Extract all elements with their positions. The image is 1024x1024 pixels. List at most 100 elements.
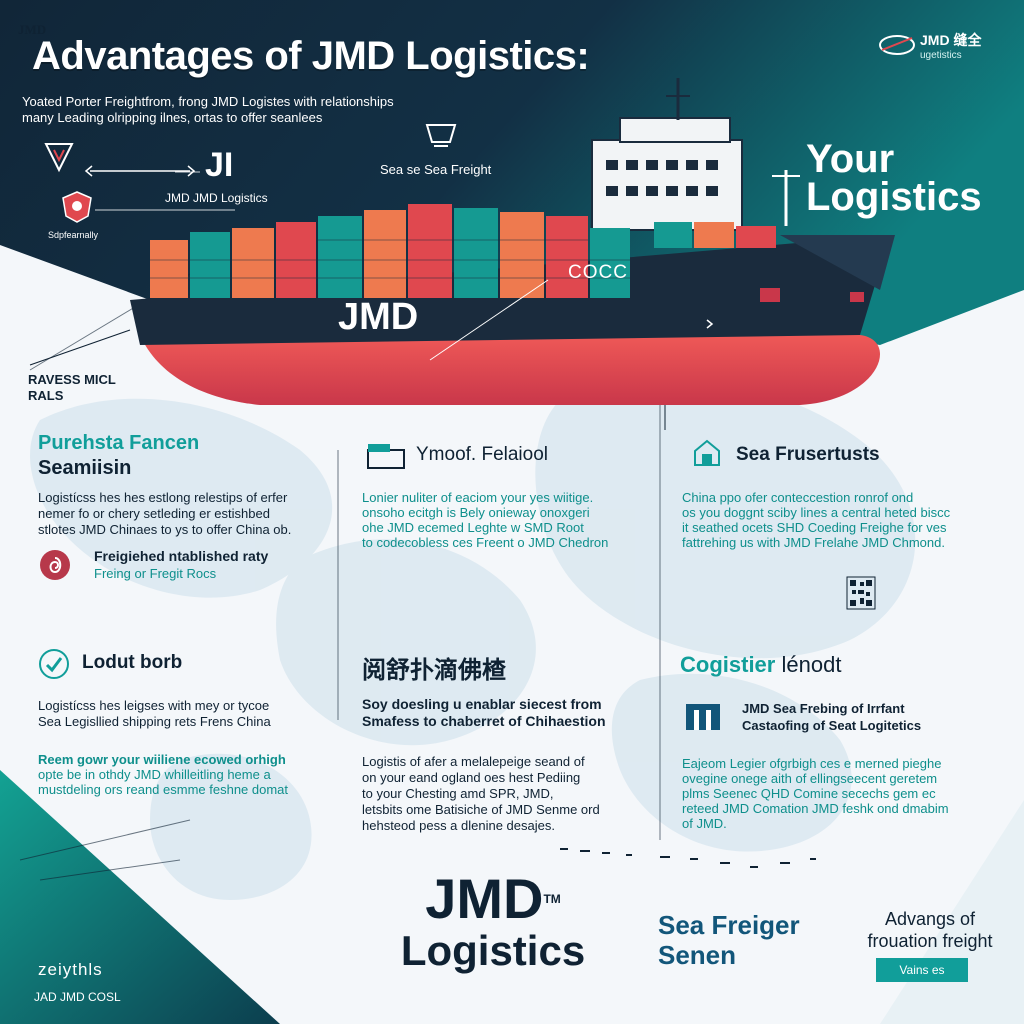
side-note: RAVESS MICL RALS (28, 372, 116, 404)
section-col1-top: Purehsta Fancen Seamiisin Logistícss hes… (38, 432, 338, 538)
side-note-line1: RAVESS MICL (28, 372, 116, 387)
col2-top-body-line: onsoho ecitgh is Bely onieway onoxgeri (362, 505, 590, 520)
double-arrow-icon (84, 165, 196, 177)
container-stack (150, 204, 776, 298)
col2-top-body: Lonier nuliter of eaciom your yes wiitig… (362, 490, 652, 550)
col1-top-body: Logistícss hes hes estlong relestips of … (38, 490, 338, 538)
col1-bottom-heading: Lodut borb (82, 652, 183, 673)
container-icon (367, 444, 405, 469)
col3-top-body-line: fattrehing us with JMD Frelahe JMD Chmon… (682, 535, 945, 550)
intro-line-2: many Leading olripping ilnes, ortas to o… (22, 110, 323, 125)
cta-button[interactable]: Vains es (876, 958, 968, 982)
col2-bottom-body-line: hehsteod pess a dlenine desajes. (362, 818, 555, 833)
col3-top-heading: Sea Frusertusts (736, 444, 880, 465)
col2-bottom-body-line: on your eand ogland oes hest Pediing (362, 770, 581, 785)
col2-bottom-heading: 阅舒扑滴佛楂 (362, 656, 506, 684)
col2-top-body-line: Lonier nuliter of eaciom your yes wiitig… (362, 490, 594, 505)
trademark-mark: TM (543, 892, 561, 906)
col1-top-sub-bold: Freigiehed ntablished raty (94, 548, 269, 564)
sea-freiger-line2: Senen (658, 940, 737, 970)
col2-bottom-body-line: Logistis of afer a melalepeige seand of (362, 754, 585, 769)
col1-bottom-body-line: Sea Legisllied shipping rets Frens China (38, 714, 271, 729)
col1-top-sub-teal: Freing or Fregit Rocs (94, 566, 217, 581)
col3-top-body-line: China ppo ofer conteccestion ronrof ond (682, 490, 914, 505)
jmd-mark: JI (205, 146, 234, 184)
col3-bottom-body: Eajeom Legier ofgrbigh ces e merned pieg… (682, 756, 992, 831)
col3-bottom-body-line: plms Seenec QHD Comine secechs gem ec (682, 786, 936, 801)
arrow-label: JMD JMD Logistics (165, 191, 268, 205)
check-circle-icon (39, 649, 69, 679)
col1-bottom-body: Logistícss hes leigses with mey or tycoe… (38, 698, 338, 730)
advangs-line2: frouation freight (867, 931, 993, 951)
cart-icon (425, 124, 457, 147)
col3-bottom-heading-dark: lénodt (781, 652, 842, 677)
sea-freiger-heading: Sea Freiger Senen (658, 910, 800, 970)
col2-bottom-body: Logistis of afer a melalepeige seand of … (362, 754, 652, 834)
col2-bottom-body-line: to your Chesting amd SPR, JMD, (362, 786, 554, 801)
col3-top-body: China ppo ofer conteccestion ronrof ond … (682, 490, 982, 550)
col2-top-body-line: ohe JMD ecemed Leghte w SMD Root (362, 520, 584, 535)
col1-bottom-teal-line: mustdeling ors reand esmme feshne domat (38, 782, 289, 797)
col2-bottom-bold: Soy doesling u enablar siecest from Smaf… (362, 696, 652, 730)
col3-bottom-body-line: Eajeom Legier ofgrbigh ces e merned pieg… (682, 756, 942, 771)
col1-top-body-line: stlotes JMD Chinaes to ys to offer China… (38, 522, 292, 537)
col1-top-body-line: nemer fo or chery setleding er estishbed (38, 506, 270, 521)
footer-left-line2: JAD JMD COSL (34, 990, 121, 1004)
your-logistics-heading: Your Logistics (806, 137, 1006, 219)
col3-top-body-line: os you doggnt sciby lines a central hete… (682, 505, 951, 520)
col2-bottom-body-line: letsbits ome Batisiche of JMD Senme ord (362, 802, 600, 817)
col2-bottom-bold-line: Soy doesling u enablar siecest from (362, 696, 602, 712)
crate-icon (686, 704, 720, 730)
sea-freiger-line1: Sea Freiger (658, 910, 800, 940)
qr-code-icon (846, 576, 876, 610)
col3-bottom-heading-teal: Cogistier (680, 652, 776, 677)
footer-jmd-logo: JMDTM Logistics (388, 870, 598, 974)
col3-bottom-bold-line: JMD Sea Frebing of Irrfant (742, 701, 905, 716)
ship-bridge-label: COCC (568, 262, 628, 283)
intro-line-1: Yoated Porter Freightfrom, frong JMD Log… (22, 94, 394, 109)
col1-bottom-body-line: Logistícss hes leigses with mey or tycoe (38, 698, 270, 713)
chevron-right-icon (706, 319, 714, 329)
advangs-line1: Advangs of (884, 909, 976, 929)
page-title: Advantages of JMD Logistics: (32, 34, 590, 78)
col3-bottom-body-line: of JMD. (682, 816, 727, 831)
ship-hull-label: JMD (338, 296, 419, 338)
col1-top-heading-dark: Seamiisin (38, 457, 132, 479)
corner-mark: JMD (18, 22, 47, 37)
badge-shield-icon (62, 191, 92, 223)
brand-top-line2: ugetistics (920, 50, 962, 61)
your-logistics-line2: Logistics (806, 175, 982, 219)
col3-bottom-bold: JMD Sea Frebing of Irrfant Castaofing of… (742, 700, 1002, 734)
side-note-line2: RALS (28, 388, 64, 403)
col3-bottom-bold-line: Castaofing of Seat Logitetics (742, 718, 922, 733)
col1-bottom-teal-bold: Reem gowr your wiiliene ecowed orhigh (38, 752, 286, 767)
ship-hull-bottom (140, 335, 880, 405)
swoosh-logo-icon (879, 35, 915, 55)
your-logistics-line1: Your (806, 137, 895, 181)
spiral-badge-icon (40, 550, 70, 580)
footer-logo-jmd: JMD (425, 867, 544, 930)
advangs-text: Advangs of frouation freight (862, 908, 998, 952)
brand-top-line1: JMD 缝全 (920, 32, 982, 48)
footer-logo-line1: JMDTM (388, 870, 598, 928)
col3-bottom-body-line: ovegine onege aith of ellingseecent gere… (682, 771, 938, 786)
footer-logo-line2: Logistics (400, 927, 586, 974)
sea-freight-label: Sea se Sea Freight (380, 162, 492, 177)
col1-bottom-teal-line: opte be in othdy JMD whilleitling heme a (38, 767, 271, 782)
col2-top-body-line: to codecobless ces Freent o JMD Chedron (362, 535, 609, 550)
intro-text: Yoated Porter Freightfrom, frong JMD Log… (22, 94, 492, 126)
col1-top-body-line: Logistícss hes hes estlong relestips of … (38, 490, 288, 505)
shield-check-icon (44, 143, 74, 173)
col1-top-heading-teal: Purehsta Fancen (38, 432, 200, 454)
warehouse-icon (694, 439, 720, 466)
footer-left-line1: zeiythls (38, 960, 103, 979)
col2-bottom-bold-line: Smafess to chaberret of Chihaestion (362, 713, 606, 729)
col3-bottom-heading: Cogistier lénodt (680, 652, 841, 678)
col3-bottom-body-line: reteed JMD Comation JMD feshk ond dmabim (682, 801, 949, 816)
col2-top-heading: Ymoof. Felaiool (416, 444, 549, 465)
brand-logo-top: JMD 缝全 ugetistics (878, 30, 1008, 61)
col3-top-body-line: it seathed ocets SHD Coeding Freighe for… (682, 520, 947, 535)
badge-caption: Sdpfearnally (48, 230, 99, 240)
col1-bottom-teal: Reem gowr your wiiliene ecowed orhigh op… (38, 752, 338, 797)
